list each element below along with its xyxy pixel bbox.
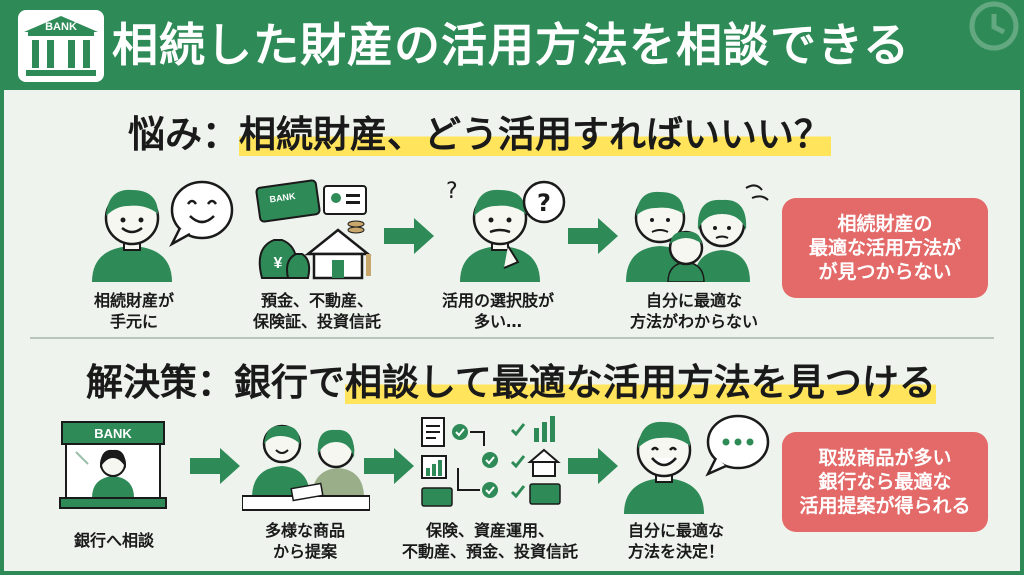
- callout-line: が見つからない: [818, 261, 952, 283]
- bankbook-text: BANK: [269, 191, 297, 205]
- solution-step-4-caption: 自分に最適な 方法を決定！: [596, 520, 756, 562]
- svg-text:?: ?: [537, 189, 551, 217]
- callout-line: 最適な活用方法が: [808, 237, 961, 259]
- problem-step-2-caption: 預金、不動産、 保険証、投資信託: [232, 290, 402, 332]
- problem-heading: 悩み：相続財産、どう活用すればいいい？: [128, 110, 831, 160]
- clock-decoration-icon: [969, 1, 1019, 51]
- bank-sign-text: BANK: [94, 426, 132, 441]
- callout-line: 相続財産の: [837, 213, 933, 235]
- caption-line: 自分に最適な: [627, 521, 724, 540]
- problem-prefix: 悩み：: [128, 113, 239, 156]
- bank-logo-text: BANK: [45, 21, 77, 33]
- problem-step-4-caption: 自分に最適な 方法がわからない: [604, 290, 784, 332]
- problem-step-3-caption: 活用の選択肢が 多い…: [418, 290, 578, 332]
- caption-line: 銀行へ相談: [73, 531, 154, 550]
- consultation-meeting-icon: [242, 424, 370, 511]
- arrow-right-icon: [568, 448, 618, 484]
- caption-line: 方法がわからない: [629, 312, 758, 331]
- callout-line: 取扱商品が多い: [818, 447, 952, 469]
- solution-step-3-caption: 保険、資産運用、 不動産、預金、投資信託: [394, 520, 586, 562]
- confused-person-question-icon: ? ?: [446, 179, 566, 282]
- caption-line: 多い…: [473, 312, 522, 331]
- problem-step-1-caption: 相続財産が 手元に: [64, 290, 204, 332]
- solution-heading: 解決策：銀行で相談して最適な活用方法を見つける: [86, 358, 936, 408]
- caption-line: 保険、資産運用、: [425, 521, 554, 540]
- happy-person-chat-icon: [624, 414, 770, 514]
- problem-callout: 相続財産の 最適な活用方法が が見つからない: [782, 198, 988, 298]
- caption-line: 不動産、預金、投資信託: [401, 542, 578, 561]
- caption-line: 預金、不動産、: [260, 291, 373, 310]
- worried-family-icon: [626, 184, 769, 282]
- solution-highlight: 相談して最適な活用方法を見つける: [345, 361, 936, 404]
- page-title: 相続した財産の活用方法を相談できる: [112, 18, 911, 72]
- person-speech-bubble-icon: [92, 180, 234, 282]
- yen-symbol: ¥: [274, 255, 283, 272]
- solution-step-1-caption: 銀行へ相談: [44, 530, 184, 551]
- assets-bank-book-house-icon: BANK ¥: [255, 179, 372, 280]
- problem-highlight: 相続財産、どう活用すればいいい？: [239, 113, 831, 156]
- solution-prefix: 解決策：: [86, 361, 234, 404]
- callout-line: 活用提案が得られる: [799, 495, 971, 517]
- solution-mid: 銀行で: [234, 361, 345, 404]
- caption-line: 手元に: [109, 312, 158, 331]
- caption-line: 方法を決定！: [627, 542, 724, 561]
- section-divider: [30, 337, 994, 339]
- arrow-right-icon: [384, 218, 434, 254]
- caption-line: 保険証、投資信託: [252, 312, 381, 331]
- arrow-right-icon: [568, 218, 618, 254]
- caption-line: 活用の選択肢が: [441, 291, 554, 310]
- svg-text:?: ?: [446, 179, 458, 204]
- options-checklist-icon: [421, 416, 561, 507]
- caption-line: 相続財産が: [93, 291, 174, 310]
- arrow-right-icon: [364, 448, 414, 484]
- callout-line: 銀行なら最適な: [818, 471, 952, 493]
- caption-line: から提案: [272, 542, 337, 561]
- bank-counter-icon: BANK: [59, 421, 167, 509]
- arrow-right-icon: [190, 448, 240, 484]
- caption-line: 自分に最適な: [645, 291, 742, 310]
- header-banner: BANK 相続した財産の活用方法を相談できる: [0, 0, 1024, 90]
- solution-step-2-caption: 多様な商品 から提案: [230, 520, 380, 562]
- solution-callout: 取扱商品が多い 銀行なら最適な 活用提案が得られる: [782, 432, 988, 532]
- caption-line: 多様な商品: [264, 521, 345, 540]
- bank-building-icon: BANK: [18, 10, 104, 82]
